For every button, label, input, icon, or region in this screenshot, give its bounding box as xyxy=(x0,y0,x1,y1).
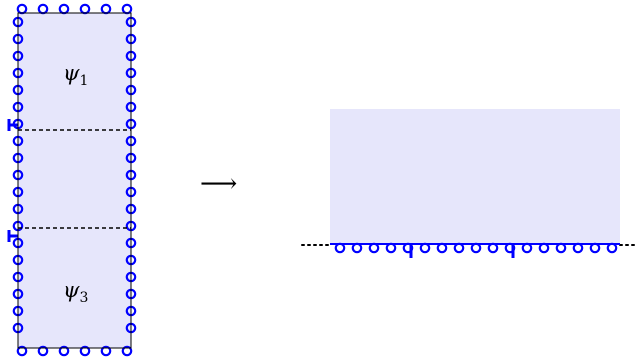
left-panel-outline xyxy=(17,12,132,349)
boundary-loop xyxy=(37,345,49,357)
right-panel-fill xyxy=(330,109,620,243)
boundary-loop xyxy=(538,242,550,254)
boundary-loop xyxy=(606,242,618,254)
psi-3-index: 3 xyxy=(79,290,88,306)
boundary-loop xyxy=(79,3,91,15)
boundary-loop xyxy=(16,345,28,357)
boundary-loop xyxy=(100,3,112,15)
boundary-loop xyxy=(436,242,448,254)
psi-1-index: 1 xyxy=(79,73,88,89)
top-boundary-loops xyxy=(16,3,133,15)
boundary-loop xyxy=(37,3,49,15)
boundary-loop xyxy=(589,242,601,254)
boundary-loop xyxy=(100,345,112,357)
boundary-loop xyxy=(521,242,533,254)
psi-1-label: ψ1 xyxy=(63,61,88,89)
boundary-loop xyxy=(453,242,465,254)
boundary-loop xyxy=(555,242,567,254)
bottom-boundary-loops xyxy=(16,345,133,357)
right-panel xyxy=(301,109,637,258)
boundary-loop xyxy=(79,345,91,357)
boundary-loop xyxy=(334,242,346,254)
boundary-loop xyxy=(487,242,499,254)
boundary-loop xyxy=(470,242,482,254)
boundary-loop xyxy=(368,242,380,254)
boundary-loop xyxy=(58,3,70,15)
psi-1-symbol: ψ xyxy=(63,61,80,85)
boundary-loop xyxy=(572,242,584,254)
psi-3-label: ψ3 xyxy=(63,278,88,306)
boundary-loop xyxy=(16,3,28,15)
psi-3-symbol: ψ xyxy=(63,278,80,302)
boundary-loop xyxy=(419,242,431,254)
right-panel-boundary-loops xyxy=(334,242,618,254)
boundary-loop xyxy=(385,242,397,254)
right-arrow-icon: ⟶ xyxy=(200,169,237,199)
left-panel-fill xyxy=(18,13,131,348)
boundary-loop xyxy=(58,345,70,357)
left-panel: ψ1 ψ3 xyxy=(7,3,137,357)
boundary-loop xyxy=(121,345,133,357)
boundary-loop xyxy=(121,3,133,15)
boundary-loop xyxy=(351,242,363,254)
